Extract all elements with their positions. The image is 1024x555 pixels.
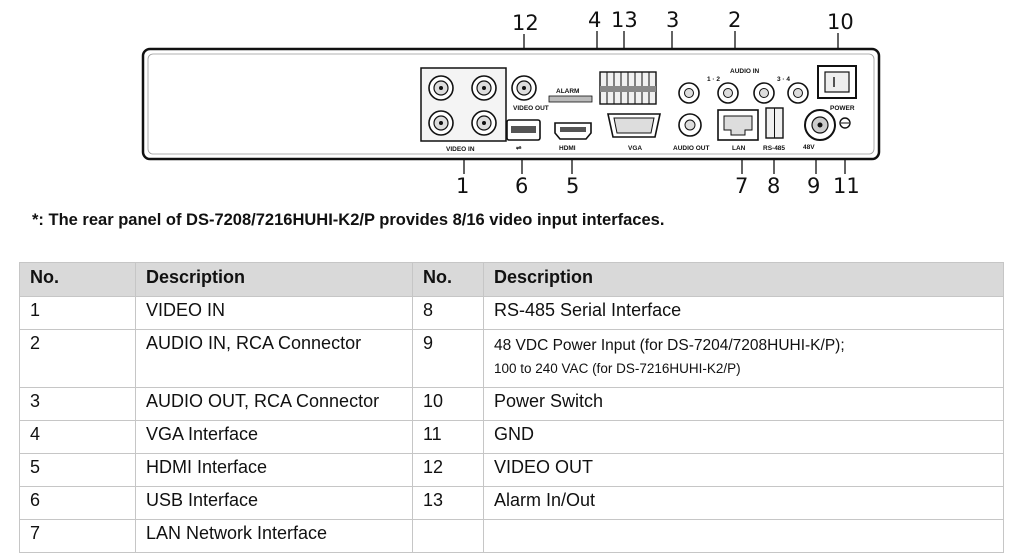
header-no-right: No. <box>412 262 484 297</box>
svg-text:1 · 2: 1 · 2 <box>707 76 720 83</box>
callout-6: 6 <box>515 174 528 198</box>
callout-8: 8 <box>767 174 780 198</box>
cell-no: 11 <box>412 420 484 454</box>
table-row: 2 AUDIO IN, RCA Connector 9 48 VDC Power… <box>19 329 1004 388</box>
svg-text:VIDEO IN: VIDEO IN <box>446 146 475 153</box>
table-row: 7 LAN Network Interface <box>19 519 1004 553</box>
cell-no: 9 <box>412 329 484 388</box>
cell-description: HDMI Interface <box>135 453 413 487</box>
cell-line: 100 to 240 VAC (for DS-7216HUHI-K2/P) <box>494 361 741 376</box>
table-row: 1 VIDEO IN 8 RS-485 Serial Interface <box>19 296 1004 330</box>
header-description-right: Description <box>483 262 1004 297</box>
interface-table: No. Description No. Description 1 VIDEO … <box>19 262 1004 553</box>
callout-5: 5 <box>566 174 579 198</box>
gnd-screw <box>839 117 851 129</box>
cell-no: 2 <box>19 329 136 388</box>
header-no-left: No. <box>19 262 136 297</box>
video-in-block: VIDEO IN <box>420 67 507 153</box>
usb-port: ⇌ <box>506 119 541 152</box>
cell-no: 10 <box>412 387 484 421</box>
vga-port: VGA <box>607 113 661 152</box>
cell-description: Power Switch <box>483 387 1004 421</box>
callout-11: 11 <box>833 174 860 198</box>
cell-no: 13 <box>412 486 484 520</box>
callout-3: 3 <box>666 8 679 32</box>
audio-out-port: AUDIO OUT <box>673 113 710 152</box>
cell-description: VIDEO IN <box>135 296 413 330</box>
table-row: 3 AUDIO OUT, RCA Connector 10 Power Swit… <box>19 387 1004 421</box>
callout-10: 10 <box>827 10 854 34</box>
cell-description: VIDEO OUT <box>483 453 1004 487</box>
svg-text:RS-485: RS-485 <box>763 145 785 152</box>
rear-panel-diagram: 12 4 13 3 2 10 1 6 5 7 8 9 11 <box>141 8 881 198</box>
callout-1: 1 <box>456 174 469 198</box>
table-row: 4 VGA Interface 11 GND <box>19 420 1004 454</box>
cell-no: 4 <box>19 420 136 454</box>
cell-description: 48 VDC Power Input (for DS-7204/7208HUHI… <box>483 329 1004 388</box>
callout-2: 2 <box>728 8 741 32</box>
audio-in-block: AUDIO IN 1 · 2 3 · 4 <box>678 68 809 104</box>
cell-description: RS-485 Serial Interface <box>483 296 1004 330</box>
svg-text:ALARM: ALARM <box>556 88 579 95</box>
cell-description: Alarm In/Out <box>483 486 1004 520</box>
svg-text:⇌: ⇌ <box>516 144 522 152</box>
callout-9: 9 <box>807 174 820 198</box>
table-row: 6 USB Interface 13 Alarm In/Out <box>19 486 1004 520</box>
callout-7: 7 <box>735 174 748 198</box>
video-out-port: VIDEO OUT <box>511 75 549 112</box>
rs485-terminal: RS-485 <box>763 107 785 152</box>
cell-line: 48 VDC Power Input (for DS-7204/7208HUHI… <box>494 337 845 354</box>
table-header-row: No. Description No. Description <box>19 262 1004 297</box>
alarm-block: ALARM <box>548 88 593 103</box>
svg-text:VGA: VGA <box>628 145 642 152</box>
cell-description: USB Interface <box>135 486 413 520</box>
power-switch: POWER <box>817 65 857 112</box>
hdmi-port: HDMI <box>554 122 592 152</box>
cell-no: 7 <box>19 519 136 553</box>
svg-text:HDMI: HDMI <box>559 145 576 152</box>
cell-description: LAN Network Interface <box>135 519 413 553</box>
cell-no: 1 <box>19 296 136 330</box>
svg-text:48V: 48V <box>803 144 815 151</box>
cell-description <box>483 519 1004 553</box>
cell-no: 3 <box>19 387 136 421</box>
table-row: 5 HDMI Interface 12 VIDEO OUT <box>19 453 1004 487</box>
cell-description: AUDIO IN, RCA Connector <box>135 329 413 388</box>
svg-text:VIDEO OUT: VIDEO OUT <box>513 105 549 112</box>
svg-text:AUDIO IN: AUDIO IN <box>730 68 760 75</box>
alarm-terminal-block <box>599 71 657 105</box>
cell-description: AUDIO OUT, RCA Connector <box>135 387 413 421</box>
cell-description: VGA Interface <box>135 420 413 454</box>
cell-no <box>412 519 484 553</box>
cell-no: 8 <box>412 296 484 330</box>
callout-4: 4 <box>588 8 601 32</box>
cell-no: 5 <box>19 453 136 487</box>
power-input: 48V <box>803 109 836 151</box>
header-description-left: Description <box>135 262 413 297</box>
cell-no: 6 <box>19 486 136 520</box>
svg-text:AUDIO OUT: AUDIO OUT <box>673 145 710 152</box>
svg-text:3 · 4: 3 · 4 <box>777 76 790 83</box>
callout-12: 12 <box>512 11 539 35</box>
chassis <box>141 47 881 161</box>
cell-description: GND <box>483 420 1004 454</box>
svg-text:LAN: LAN <box>732 145 746 152</box>
svg-text:POWER: POWER <box>830 105 855 112</box>
callout-13: 13 <box>611 8 638 32</box>
cell-no: 12 <box>412 453 484 487</box>
rear-panel-note: *: The rear panel of DS-7208/7216HUHI-K2… <box>32 211 665 229</box>
lan-port: LAN <box>717 109 759 152</box>
